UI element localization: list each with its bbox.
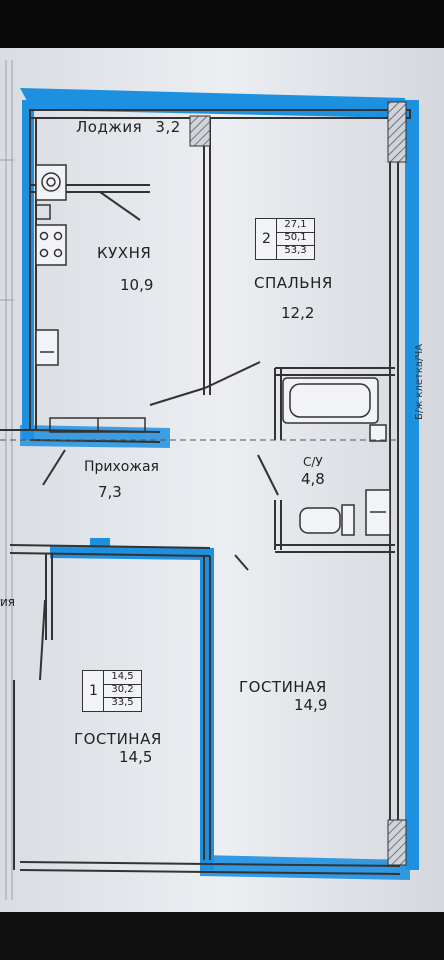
apartment-tag-rooms: 1 [89, 683, 98, 699]
loggia-area: 3,2 [155, 118, 181, 136]
hallway-name: Прихожая [84, 459, 159, 475]
wall-outlines [0, 109, 411, 875]
hallway-area: 7,3 [98, 483, 122, 501]
apartment-tag-2room: 2 27,1 50,1 53,3 [255, 218, 315, 260]
bathroom-name: С/У [303, 455, 323, 469]
dark-top-band [0, 0, 444, 48]
tag-value-living: 14,5 [104, 671, 141, 685]
tag-value-total: 50,1 [277, 232, 314, 246]
loggia-name: Лоджия [76, 118, 143, 136]
tag-value-total: 30,2 [104, 684, 141, 698]
margin-lines [0, 60, 14, 900]
apartment-tag-1room: 1 14,5 30,2 33,5 [82, 670, 142, 712]
loggia-label: Лоджия 3,2 [76, 120, 181, 135]
living-right-name: ГОСТИНАЯ [239, 678, 327, 696]
bathroom-fixtures [282, 377, 391, 536]
bathroom-area: 4,8 [301, 470, 325, 488]
kitchen-name: КУХНЯ [97, 244, 152, 262]
tag-value-total-loggia: 33,5 [111, 697, 134, 708]
apartment-tag-values: 27,1 50,1 53,3 [276, 219, 314, 259]
living-left-area: 14,5 [119, 748, 153, 766]
living-left-name: ГОСТИНАЯ [74, 730, 162, 748]
living-right-area: 14,9 [294, 696, 328, 714]
kitchen-fixtures [35, 164, 67, 366]
kitchen-counter [49, 417, 146, 433]
bedroom-area: 12,2 [281, 304, 315, 322]
side-text: Б/ж клетка/ЧА [414, 343, 425, 420]
apartment-tag-values: 14,5 30,2 33,5 [103, 671, 141, 711]
partial-left-label: ия [0, 595, 16, 609]
apartment-tag-rooms: 2 [262, 231, 271, 247]
tag-value-living: 27,1 [277, 219, 314, 233]
kitchen-area: 10,9 [120, 276, 154, 294]
tag-value-total-loggia: 53,3 [284, 245, 307, 256]
bedroom-name: СПАЛЬНЯ [254, 274, 333, 292]
dark-bottom-band [0, 912, 444, 960]
hatched-columns [189, 101, 407, 866]
door-swings [39, 191, 279, 681]
